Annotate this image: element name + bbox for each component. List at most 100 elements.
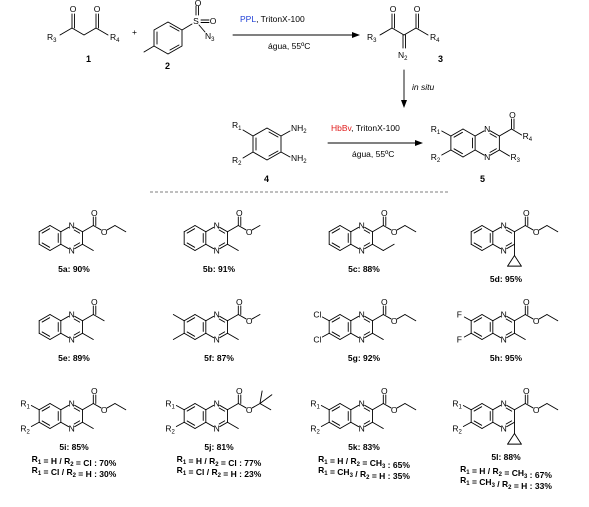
atom-n: N [484,124,490,134]
r4-label: R4 [430,32,440,44]
r3-label: R3 [47,32,57,44]
atom-o: O [523,386,530,396]
bond [92,403,102,409]
atom-n: N [214,221,220,231]
bond [505,407,513,412]
bond [82,332,94,340]
bond [73,229,81,234]
bond [60,315,70,322]
product-label: 5j [204,442,211,452]
atom-o: O [94,4,101,14]
bond [205,315,215,322]
bond [364,226,373,233]
bond [106,403,116,409]
product-label: 5f [204,353,212,363]
bond [514,314,526,322]
bond [339,403,352,411]
bond [363,242,371,247]
bond [470,243,483,251]
bond [41,331,51,337]
bond [372,314,384,322]
bond [74,404,83,411]
bond [382,314,392,320]
bond [321,316,330,322]
product-yield-label: 5c: 88% [348,264,380,274]
bond [474,149,485,156]
bond [183,421,196,429]
bond [372,403,384,411]
product-label: 5d [490,274,500,284]
product-label: 5l [491,452,498,462]
bond [363,331,371,336]
bond [219,421,228,428]
nh2-label: NH2 [291,153,307,165]
r1-label: R1 [165,399,175,411]
bond [82,225,94,233]
bond [538,225,548,231]
regioisomer-ratio: R1 = H / R2 = Cl : 77% [177,454,262,468]
bond [463,332,472,338]
bond [470,421,483,429]
bond [73,331,81,336]
atom-o: O [523,297,530,307]
bond [481,225,494,233]
bond [60,226,70,233]
bond [60,421,70,428]
bond [186,228,196,234]
bond [453,148,463,155]
atom-o: O [381,386,388,396]
bond [441,149,452,156]
bond [363,407,371,412]
bond [328,225,341,233]
bond [372,421,384,429]
bond [186,242,196,248]
atom-n: N [69,399,75,409]
bond [364,404,373,411]
r1-label: R1 [431,124,441,136]
bond [218,420,226,425]
bond [106,225,116,231]
bond [372,225,384,233]
plus-sign: + [132,27,137,37]
bond [82,243,94,251]
bond [41,406,51,412]
bond [92,225,102,231]
atom-n: N [359,424,365,434]
bond [38,332,51,340]
atom-n: N [501,221,507,231]
bond [183,225,196,233]
bond [481,403,494,411]
atom-n: N [484,152,490,162]
bond [450,128,464,137]
product-label: 5a [58,264,68,274]
atom-f: F [457,310,462,320]
bond [74,226,83,233]
atom-n: N [501,246,507,256]
product-yield-label: 5g: 92% [348,353,381,363]
atom-n: N [214,246,220,256]
atom-o: O [236,297,243,307]
product-label: 5h [490,353,500,363]
atom-o: O [381,297,388,307]
bond [183,403,196,411]
bond [219,226,228,233]
atom-o: O [246,405,253,415]
bond [49,243,62,251]
bond [227,403,239,411]
regioisomer-ratio: R1 = CH3 / R2 = H : 35% [318,465,410,481]
bond [470,403,483,411]
atom-cl: Cl [313,335,321,345]
r1-label: R1 [452,399,462,411]
bond [60,243,70,250]
bond [205,243,215,250]
bond [404,314,417,322]
atom-o: O [101,405,108,415]
bond [350,315,360,322]
bond [514,403,526,411]
bond [462,149,476,158]
